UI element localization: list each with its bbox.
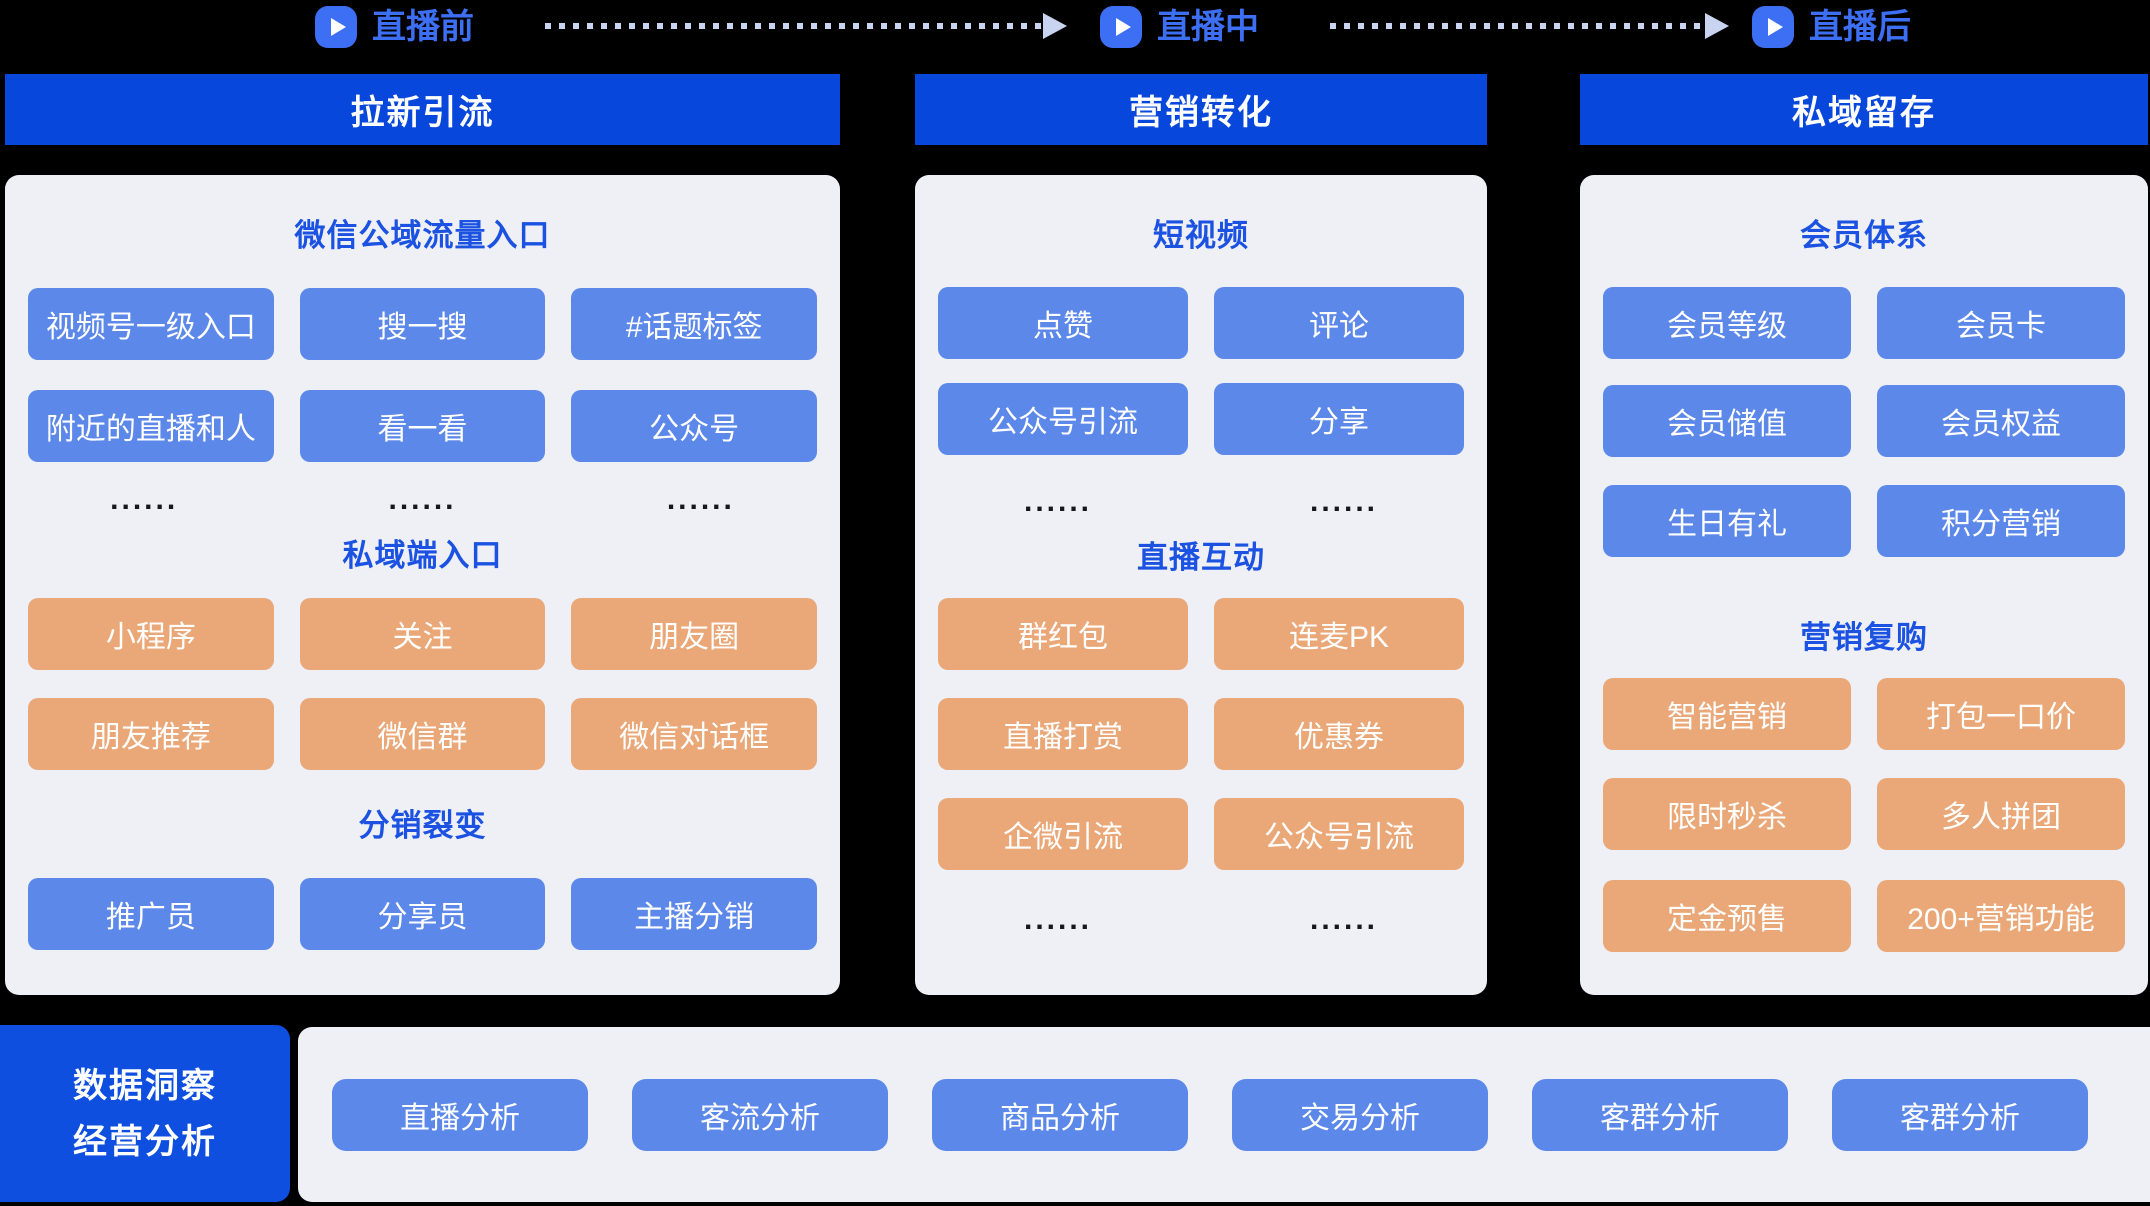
section-title: 微信公域流量入口 bbox=[294, 218, 551, 253]
feature-button[interactable]: 点赞 bbox=[938, 287, 1188, 359]
data-insight-panel: 数据洞察 经营分析 bbox=[0, 1025, 290, 1202]
column-header-retention: 私域留存 bbox=[1580, 74, 2148, 145]
feature-button[interactable]: 连麦PK bbox=[1214, 598, 1464, 670]
dotted-arrow-line bbox=[1330, 23, 1705, 29]
feature-button[interactable]: 企微引流 bbox=[938, 798, 1188, 870]
section-title: 短视频 bbox=[1153, 218, 1249, 253]
analysis-button-strip: 直播分析 客流分析 商品分析 交易分析 客群分析 客群分析 bbox=[298, 1027, 2150, 1202]
feature-button[interactable]: 搜一搜 bbox=[299, 288, 546, 360]
feature-button[interactable]: 主播分销 bbox=[571, 878, 818, 950]
feature-button[interactable]: 视频号一级入口 bbox=[28, 288, 274, 360]
feature-button[interactable]: 分享 bbox=[1214, 383, 1464, 455]
section-title: 直播互动 bbox=[1137, 540, 1265, 575]
analysis-button[interactable]: 商品分析 bbox=[932, 1078, 1188, 1151]
feature-button[interactable]: 定金预售 bbox=[1603, 880, 1851, 952]
arrow-head-icon bbox=[1043, 13, 1067, 39]
feature-button[interactable]: 朋友圈 bbox=[571, 598, 818, 670]
feature-button[interactable]: 生日有礼 bbox=[1603, 485, 1851, 557]
section-title: 会员体系 bbox=[1800, 218, 1928, 253]
data-insight-line2: 经营分析 bbox=[73, 1122, 217, 1161]
feature-button[interactable]: 积分营销 bbox=[1877, 485, 2125, 557]
play-icon bbox=[1100, 6, 1142, 48]
feature-button[interactable]: 会员等级 bbox=[1603, 287, 1851, 359]
feature-button[interactable]: 附近的直播和人 bbox=[28, 390, 274, 462]
column-header-conversion: 营销转化 bbox=[915, 74, 1487, 145]
phase-label: 直播中 bbox=[1157, 8, 1259, 46]
feature-button[interactable]: 评论 bbox=[1214, 287, 1464, 359]
phase-during-live: 直播中 bbox=[1100, 6, 1259, 48]
section-title: 营销复购 bbox=[1800, 620, 1928, 655]
column-header-acquisition: 拉新引流 bbox=[5, 74, 840, 145]
feature-button[interactable]: 直播打赏 bbox=[938, 698, 1188, 770]
feature-button[interactable]: 会员卡 bbox=[1877, 287, 2125, 359]
feature-button[interactable]: 公众号 bbox=[571, 390, 818, 462]
feature-button[interactable]: 打包一口价 bbox=[1877, 678, 2125, 750]
panel-retention: 会员体系 会员等级 会员卡 会员储值 会员权益 生日有礼 积分营销 营销复购 智… bbox=[1580, 175, 2148, 995]
analysis-button[interactable]: 客群分析 bbox=[1832, 1078, 2088, 1151]
data-insight-line1: 数据洞察 bbox=[73, 1066, 217, 1105]
feature-button[interactable]: 优惠券 bbox=[1214, 698, 1464, 770]
section-title: 分销裂变 bbox=[358, 808, 487, 843]
section-title: 私域端入口 bbox=[342, 538, 503, 573]
feature-button[interactable]: 推广员 bbox=[28, 878, 274, 950]
analysis-button[interactable]: 直播分析 bbox=[332, 1078, 588, 1151]
phase-after-live: 直播后 bbox=[1752, 6, 1911, 48]
feature-button[interactable]: 朋友推荐 bbox=[28, 698, 274, 770]
feature-button[interactable]: 分享员 bbox=[299, 878, 546, 950]
feature-button[interactable]: 多人拼团 bbox=[1877, 778, 2125, 850]
dotted-arrow-line bbox=[545, 23, 1043, 29]
analysis-button[interactable]: 交易分析 bbox=[1232, 1078, 1488, 1151]
feature-button[interactable]: 200+营销功能 bbox=[1877, 880, 2125, 952]
feature-button[interactable]: 微信群 bbox=[299, 698, 546, 770]
play-icon bbox=[315, 6, 357, 48]
feature-button[interactable]: 公众号引流 bbox=[938, 383, 1188, 455]
feature-button[interactable]: 微信对话框 bbox=[571, 698, 818, 770]
feature-button[interactable]: #话题标签 bbox=[571, 288, 818, 360]
feature-button[interactable]: 关注 bbox=[299, 598, 546, 670]
feature-button[interactable]: 限时秒杀 bbox=[1603, 778, 1851, 850]
phase-before-live: 直播前 bbox=[315, 6, 474, 48]
feature-button[interactable]: 群红包 bbox=[938, 598, 1188, 670]
feature-button[interactable]: 会员权益 bbox=[1877, 385, 2125, 457]
feature-button[interactable]: 看一看 bbox=[299, 390, 546, 462]
analysis-button[interactable]: 客群分析 bbox=[1532, 1078, 1788, 1151]
feature-button[interactable]: 公众号引流 bbox=[1214, 798, 1464, 870]
ellipsis-row: ............ bbox=[1023, 485, 1378, 518]
play-icon bbox=[1752, 6, 1794, 48]
ellipsis-row: .................. bbox=[110, 483, 735, 516]
ellipsis-row: ............ bbox=[1023, 903, 1378, 936]
phase-label: 直播后 bbox=[1809, 8, 1911, 46]
feature-button[interactable]: 会员储值 bbox=[1603, 385, 1851, 457]
panel-acquisition: 微信公域流量入口 视频号一级入口 搜一搜 #话题标签 附近的直播和人 看一看 公… bbox=[5, 175, 840, 995]
panel-conversion: 短视频 点赞 评论 公众号引流 分享 ............ 直播互动 群红包… bbox=[915, 175, 1487, 995]
feature-button[interactable]: 智能营销 bbox=[1603, 678, 1851, 750]
arrow-head-icon bbox=[1705, 13, 1729, 39]
phase-label: 直播前 bbox=[372, 8, 474, 46]
feature-button[interactable]: 小程序 bbox=[28, 598, 274, 670]
analysis-button[interactable]: 客流分析 bbox=[632, 1078, 888, 1151]
